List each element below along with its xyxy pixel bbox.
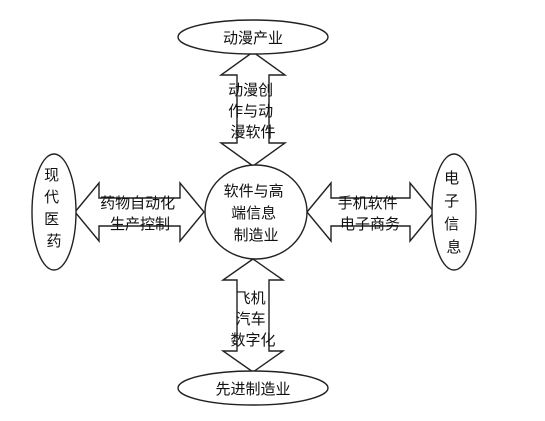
node-right-label: 电 子 信 息	[444, 169, 464, 256]
node-bottom-line: 先进制造业	[215, 380, 290, 398]
center-line: 端信息	[231, 204, 276, 222]
link-top-line: 漫软件	[230, 123, 275, 141]
link-bottom-line: 数字化	[230, 331, 275, 349]
link-right-label: 手机软件 电子商务	[338, 194, 403, 233]
node-right-line: 电	[444, 169, 459, 187]
link-right-line: 电子商务	[340, 215, 400, 233]
link-left-label: 药物自动化 生产控制	[100, 194, 180, 233]
center-ellipse	[204, 164, 308, 260]
node-right-line: 信	[444, 215, 459, 233]
node-left-line: 医	[44, 210, 59, 228]
node-right-line: 子	[444, 192, 459, 210]
node-right-line: 息	[446, 238, 461, 256]
center-line: 软件与高	[224, 182, 284, 200]
node-top-line: 动漫产业	[223, 29, 283, 47]
link-top-line: 动漫创	[228, 81, 273, 99]
node-left-line: 药	[46, 232, 61, 250]
link-top-label: 动漫创 作与动 漫软件	[228, 81, 278, 141]
node-left-label: 现 代 医 药	[44, 166, 64, 250]
center-label: 软件与高 端信息 制造业	[224, 182, 289, 244]
center-line: 制造业	[233, 226, 278, 244]
node-left-line: 现	[44, 166, 59, 184]
node-left-line: 代	[44, 188, 59, 206]
node-right-ellipse	[431, 153, 477, 271]
node-left-ellipse	[31, 153, 77, 271]
link-right-line: 手机软件	[338, 194, 398, 212]
arrow-left	[74, 181, 205, 243]
link-bottom-line: 汽车	[236, 310, 266, 328]
link-top-line: 作与动	[228, 102, 273, 120]
node-top-label: 动漫产业	[223, 29, 283, 47]
link-bottom-label: 飞机 汽车 数字化	[230, 289, 275, 349]
link-left-line: 生产控制	[110, 215, 170, 233]
link-bottom-line: 飞机	[236, 289, 266, 307]
node-top-ellipse	[177, 19, 329, 55]
node-bottom-ellipse	[177, 370, 329, 406]
link-left-line: 药物自动化	[100, 194, 175, 212]
node-bottom-label: 先进制造业	[215, 380, 290, 398]
